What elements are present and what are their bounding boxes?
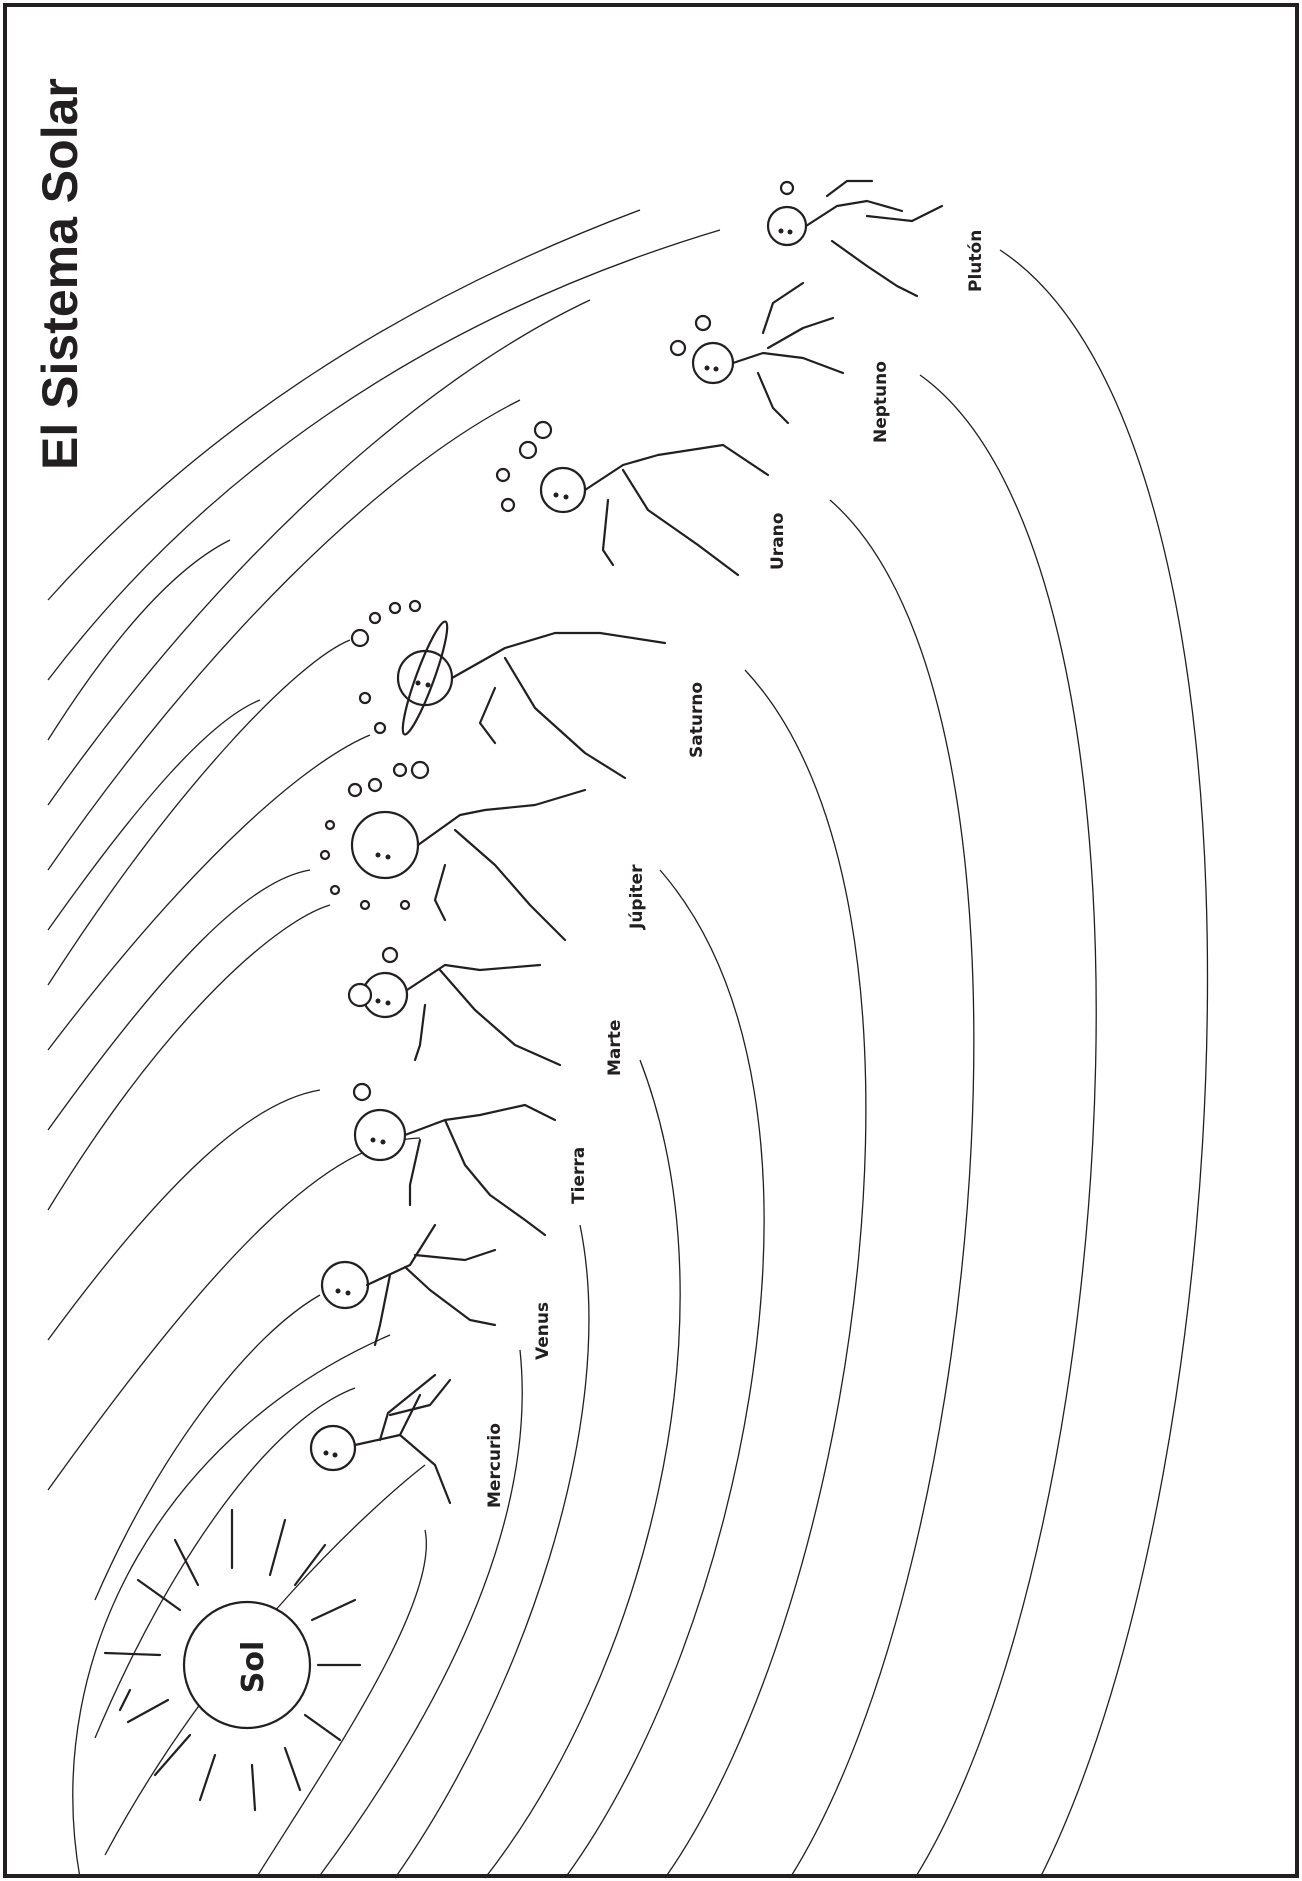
runner-saturn-icon (350, 599, 667, 780)
runner-mercury-icon (309, 1373, 452, 1505)
orbit-pluton-tail (999, 249, 1209, 1879)
planet-label-mercurio: Mercurio (485, 1423, 505, 1508)
planet-label-urano: Urano (768, 513, 788, 570)
sun-label: Sol (236, 1641, 271, 1694)
orbit-8 (47, 699, 261, 931)
orbit-saturno-tail (664, 669, 867, 1879)
orbit-tierra-tail (394, 1224, 590, 1879)
planet-label-neptuno: Neptuno (871, 361, 891, 443)
orbit-11 (47, 639, 351, 986)
planet-label-jupiter: Júpiter (627, 864, 647, 930)
orbit-16 (47, 229, 721, 681)
orbit-2 (94, 1387, 356, 1739)
orbit-5 (47, 1137, 421, 1491)
planet-labels: Mercurio Venus Tierra Marte Júpiter Satu… (485, 230, 986, 1508)
orbit-13 (47, 734, 371, 1051)
planet-runners (309, 179, 944, 1505)
orbit-4 (104, 1464, 426, 1856)
sun-icon: Sol (103, 1508, 362, 1812)
planet-label-marte: Marte (605, 1020, 625, 1076)
orbit-10 (47, 209, 641, 601)
orbit-mercurio-tail (257, 1529, 427, 1876)
orbit-lines (47, 209, 1209, 1879)
orbit-jupiter-tail (564, 869, 765, 1879)
planet-label-pluton: Plutón (966, 230, 986, 292)
orbit-venus-tail (317, 1349, 523, 1879)
planet-label-saturno: Saturno (687, 682, 707, 758)
runner-neptune-icon (669, 281, 845, 425)
runner-jupiter-icon (319, 760, 587, 942)
orbit-15 (47, 299, 591, 806)
runner-venus-icon (320, 1223, 497, 1347)
orbit-7 (47, 869, 311, 1131)
orbit-6 (47, 1089, 321, 1341)
runner-pluto-icon (766, 179, 944, 298)
orbit-9 (47, 539, 231, 741)
orbit-1 (72, 1334, 391, 1879)
orbit-neptuno-tail (914, 374, 1097, 1879)
orbit-urano-tail (789, 499, 975, 1879)
orbit-marte-tail (484, 1059, 681, 1879)
planet-label-tierra: Tierra (569, 1147, 589, 1204)
runner-mars-icon (347, 946, 562, 1067)
orbit-12 (47, 904, 331, 1211)
planet-label-venus: Venus (533, 1302, 553, 1360)
page-title: El Sistema Solar (32, 78, 88, 470)
runner-earth-icon (352, 1082, 557, 1237)
runner-uranus-icon (495, 420, 770, 577)
title-group: El Sistema Solar (32, 78, 88, 470)
worksheet-frame (3, 3, 1299, 1878)
orbit-3 (94, 1294, 321, 1601)
orbit-14 (47, 399, 521, 871)
